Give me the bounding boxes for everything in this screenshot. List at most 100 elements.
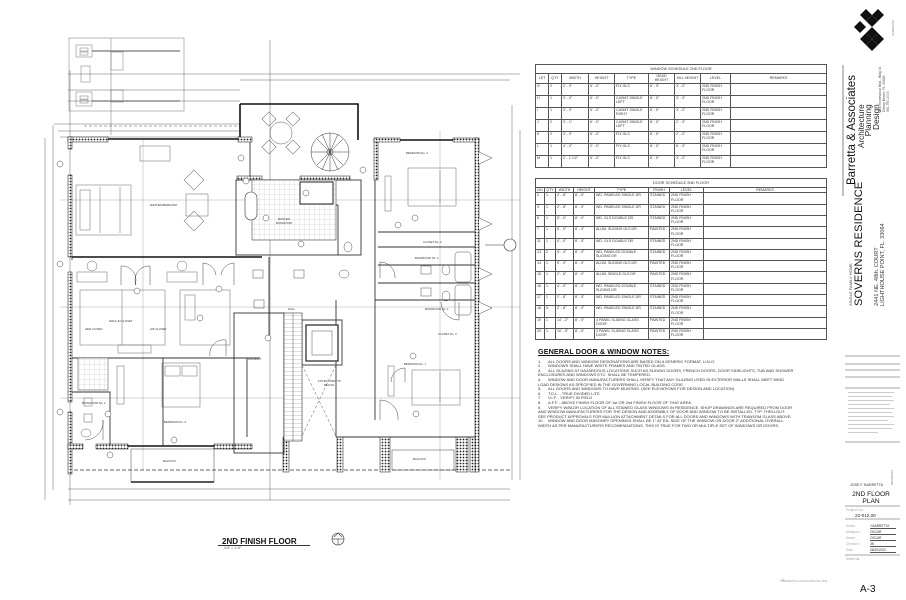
cell-remarks — [703, 316, 827, 329]
note-item: 2.WINDOWS SHALL HAVE WHITE FRAMES AND TI… — [538, 363, 794, 369]
cell-type: ALUM. SLIDING GLS DR — [594, 226, 649, 239]
cell-height: 8' - 0" — [573, 271, 595, 284]
col-header: WIDTH — [561, 73, 589, 84]
balcony-south — [130, 448, 215, 483]
cell-width: 3' - 0" — [561, 130, 589, 144]
note-number: 4. — [538, 376, 542, 382]
cell-width: 5' - 0" — [555, 226, 574, 239]
cell-sill: 2' - 0" — [674, 130, 701, 144]
notes-heading: GENERAL DOOR & WINDOW NOTES: — [538, 347, 670, 356]
cell-height: 8' - 0" — [573, 248, 595, 262]
cell-type: FIX GLS — [614, 82, 649, 96]
svg-text:HER CLOSET: HER CLOSET — [85, 327, 103, 331]
cell-remarks — [730, 94, 827, 108]
cell-type: WD. PANELED SINGLE DR — [594, 192, 649, 205]
cell-height: 8' - 0" — [573, 203, 595, 217]
cell-remarks — [730, 142, 827, 156]
note-number: 1. — [538, 358, 542, 364]
cell-qty: 1 — [548, 106, 562, 120]
cell-type: CASMT SINGLE LEFT — [614, 94, 649, 108]
svg-text:BEDROOM No. 2: BEDROOM No. 2 — [406, 151, 428, 155]
cell-level: 2ND FINISH FLOOR — [669, 214, 704, 228]
cell-qty: 1 — [544, 327, 556, 341]
cell-qty: 1 — [544, 203, 556, 217]
cell-height: 8' - 0" — [573, 214, 595, 228]
notes-list: 1.ALL DOORS AND WINDOW DESIGNATIONS ARE … — [538, 358, 794, 429]
cell-qty: 1 — [548, 142, 562, 156]
svg-text:BATHROOM: BATHROOM — [276, 221, 293, 225]
cell-finish: STAINED — [648, 237, 670, 250]
cell-qty: 1 — [544, 214, 556, 228]
col-header: QTY — [548, 73, 562, 84]
cell-finish: PAINTED — [648, 226, 670, 239]
cell-remarks — [703, 305, 827, 318]
cell-level: 2ND FINISH FLOOR — [669, 248, 704, 262]
cell-head: 8' - 0" — [648, 106, 675, 120]
note-item: 8.A.F.F. - ABOVE FINISH FLOOR OF 1st OR … — [538, 399, 794, 406]
drawing-title-underline — [218, 545, 310, 546]
cell-qty: 1 — [544, 271, 556, 284]
cell-remarks — [730, 118, 827, 132]
note-text: ALL DOORS AND WINDOWS TO HAVE MUNTINS. (… — [548, 386, 735, 392]
cell-sill: 2' - 0" — [674, 118, 701, 132]
cell-head: 8' - 0" — [648, 130, 675, 144]
north-arrow-icon — [331, 532, 345, 546]
cell-type: WD. PANELED SINGLE DR — [594, 305, 649, 318]
cell-head: 8' - 0" — [648, 142, 675, 156]
note-item: 3.ALL GLAZING AT HAZARDOUS LOCATIONS SUC… — [538, 368, 794, 378]
svg-text:WALK-IN CLOSET: WALK-IN CLOSET — [109, 319, 133, 323]
cell-remarks — [703, 192, 827, 205]
cell-qty: 2 — [544, 248, 556, 262]
cell-width: 2' - 6" — [555, 271, 574, 284]
firm-logo-icon — [854, 9, 884, 51]
cell-height: 5' - 0" — [588, 94, 615, 108]
cell-level: 2ND FINISH FLOOR — [669, 327, 704, 341]
cell-type: WD. PANELED SINGLE DR — [594, 203, 649, 217]
note-number: 9. — [538, 404, 542, 410]
drawing-title: 2ND FINISH FLOOR — [222, 537, 297, 546]
tb-field-value: OSCAR — [870, 536, 896, 541]
door-schedule-table: DOOR SCHEDULE 2ND FLOOR NO QTY WIDTH HEI… — [535, 177, 827, 341]
col-header: TYPE — [614, 73, 649, 84]
note-number: 8. — [538, 399, 542, 405]
cell-level: 2ND FINISH FLOOR — [669, 271, 704, 284]
cell-sill: 3' - 0" — [674, 82, 701, 96]
copyright: © BARRETTA & ASSOCIATES INC 2022 — [780, 580, 828, 583]
cell-sill: 3' - 0" — [674, 154, 701, 168]
cell-width: 4' - 0" — [555, 237, 574, 250]
cell-finish: PAINTED — [648, 316, 670, 329]
cell-qty: 1 — [544, 237, 556, 250]
cell-height: 5' - 0" — [588, 106, 615, 120]
cell-remarks — [703, 271, 827, 284]
cell-height: 8' - 0" — [573, 226, 595, 239]
cell-height: 8' - 0" — [573, 237, 595, 250]
address-line: 561.790.2000 — [886, 91, 890, 112]
col-header: HEIGHT — [588, 73, 615, 84]
cell-level: 2ND FINISH FLOOR — [700, 82, 731, 96]
cell-no: 15 — [535, 271, 545, 284]
note-item: 5.ALL DOORS AND WINDOWS TO HAVE MUNTINS.… — [538, 386, 794, 392]
cell-let: K — [535, 130, 549, 144]
cell-finish: STAINED — [648, 282, 670, 296]
svg-text:CLOSET No. 4: CLOSET No. 4 — [438, 332, 457, 336]
cell-finish: STAINED — [648, 203, 670, 217]
cell-qty: 5 — [544, 305, 556, 318]
cell-width: 3' - 1" — [561, 118, 589, 132]
cell-level: 2ND FINISH FLOOR — [700, 118, 731, 132]
cell-no: 11 — [535, 237, 545, 250]
cell-width: 5' - 0" — [555, 214, 574, 228]
note-item: 6.T.D.L. - TRUE DIVIDED LITE — [538, 391, 794, 397]
cell-type: ALUM. SLIDING GLS DR — [594, 260, 649, 273]
col-header: SILL HEIGHT — [674, 73, 701, 84]
